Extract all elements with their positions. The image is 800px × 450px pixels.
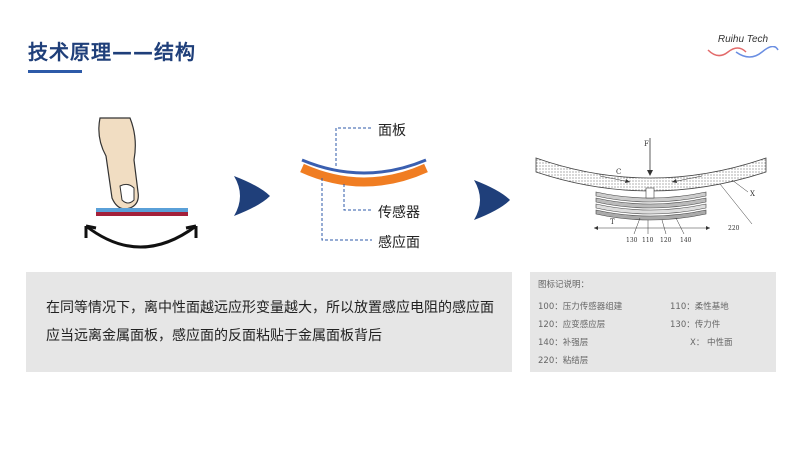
x-label: X <box>750 190 755 198</box>
description-text: 在同等情况下，离中性面越远应形变量越大，所以放置感应电阻的感应面应当远离金属面板… <box>46 300 494 344</box>
company-logo: Ruihu Tech <box>706 34 780 68</box>
legend-item: 110：柔性基地 <box>670 302 729 312</box>
page-title: 技术原理——结构 <box>28 40 196 64</box>
logo-text: Ruihu Tech <box>717 34 769 45</box>
title-underline <box>28 70 82 73</box>
label-panel: 面板 <box>378 123 406 139</box>
legend-item: 100：压力传感器组建 <box>538 302 623 312</box>
legend-item: 220：粘结层 <box>538 356 589 366</box>
legend-title: 图标记说明： <box>538 280 590 290</box>
num-220: 220 <box>728 225 740 232</box>
t-label: T <box>610 218 615 226</box>
num-140: 140 <box>680 237 692 244</box>
legend-item: 140：补强层 <box>538 338 589 348</box>
legend-item: 120：应变感应层 <box>538 320 606 330</box>
num-110: 110 <box>642 237 654 244</box>
force-label: F <box>644 140 649 148</box>
num-130: 130 <box>626 237 638 244</box>
finger-press-illustration <box>78 108 208 258</box>
legend-panel: 图标记说明： 100：压力传感器组建 110：柔性基地 120：应变感应层 13… <box>530 272 776 372</box>
chevron-right-icon <box>234 176 270 216</box>
description-panel: 在同等情况下，离中性面越远应形变量越大，所以放置感应电阻的感应面应当远离金属面板… <box>26 272 512 372</box>
legend-item: X： 中性面 <box>690 338 733 348</box>
logo-wave-icon <box>707 46 779 58</box>
num-120: 120 <box>660 237 672 244</box>
legend-item: 130：传力件 <box>670 320 721 330</box>
c-label: C <box>616 168 621 176</box>
bent-panel-diagram: 面板 传感器 感应面 <box>292 112 462 262</box>
chevron-right-icon <box>474 180 510 220</box>
label-sensing-surface: 感应面 <box>378 235 420 251</box>
label-sensor: 传感器 <box>378 205 420 221</box>
sensor-cross-section-diagram: F C T X 220 130 110 120 140 <box>530 138 780 258</box>
